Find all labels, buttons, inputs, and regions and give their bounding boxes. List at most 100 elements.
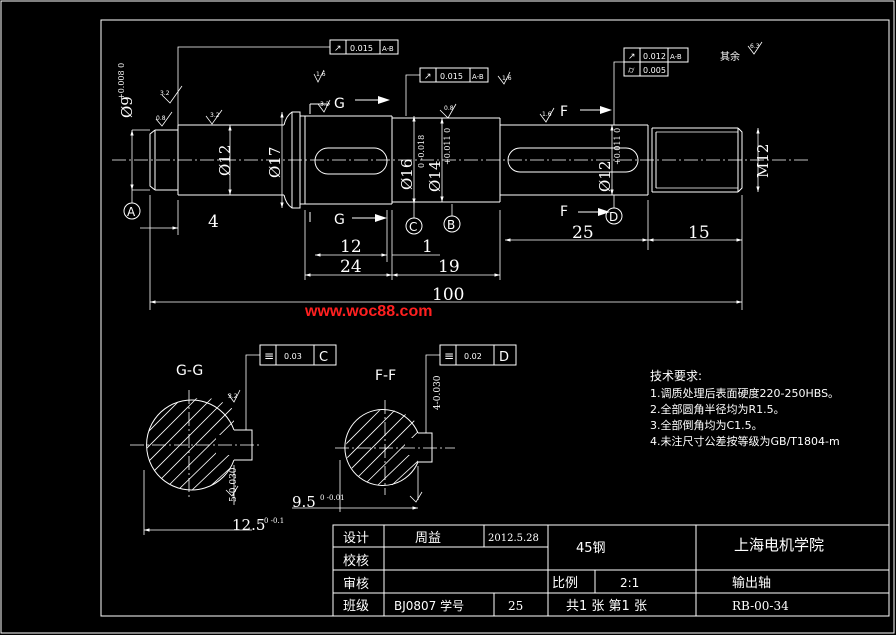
svg-text:1.6: 1.6 <box>316 71 326 78</box>
sheet-count: 共1 张 第1 张 <box>566 599 647 614</box>
dim-phi16: Ø16 <box>398 159 416 190</box>
dim-15: 15 <box>688 223 710 243</box>
tech-line-4: 4.未注尺寸公差按等级为GB/T1804-m <box>650 434 840 448</box>
student-number: 25 <box>508 599 523 613</box>
design-date: 2012.5.28 <box>488 533 539 544</box>
datum-d: D <box>605 195 623 225</box>
dim-key-ff: 9.5 <box>292 493 316 511</box>
svg-text:A-B: A-B <box>670 53 682 61</box>
school-name: 上海电机学院 <box>734 536 824 554</box>
svg-text:G: G <box>334 96 345 112</box>
roughness-symbols: 3.2 0.8 3.2 1.6 0.8 1.6 1.6 3.2 6.3 其余 <box>155 41 763 127</box>
svg-text:G: G <box>334 212 345 228</box>
svg-text:3.2: 3.2 <box>320 101 330 108</box>
dim-key-gg: 12.5 <box>232 516 265 534</box>
section-gg-label: G-G <box>176 363 203 379</box>
watermark: www.woc88.com <box>304 303 432 320</box>
check-label: 校核 <box>343 553 369 569</box>
material: 45钢 <box>576 541 606 556</box>
dim-gg-depth: 5-0.030 <box>229 467 239 502</box>
section-gg-view: G-G ≡ 0.03 C 12.5 0 -0.1 5-0. <box>130 344 337 535</box>
svg-text:B: B <box>447 218 455 232</box>
dim-4: 4 <box>208 212 219 232</box>
section-ff-view: F-F ≡ 0.02 D 9.5 0 -0.01 4-0.030 <box>292 344 517 512</box>
svg-text:A-B: A-B <box>382 45 394 53</box>
tol-phi14: +0.011 0 <box>443 128 452 165</box>
dim-key-ff-tol: 0 -0.01 <box>320 494 345 502</box>
review-label: 审核 <box>343 577 369 592</box>
datum-c: C <box>405 204 423 235</box>
dim-1: 1 <box>422 237 433 257</box>
dim-key-gg-tol: 0 -0.1 <box>264 517 284 525</box>
tol-phi16: 0 -0.018 <box>417 135 426 168</box>
dim-phi9: Ø9 <box>118 96 136 118</box>
designer-name: 周益 <box>415 531 441 546</box>
svg-text:0.012: 0.012 <box>643 52 666 61</box>
svg-text:3.2: 3.2 <box>160 90 170 97</box>
technical-requirements: 技术要求: 1.调质处理后表面硬度220-250HBS。 2.全部圆角半径均为R… <box>650 369 840 448</box>
keyway-g <box>314 147 388 175</box>
dim-24: 24 <box>340 257 362 277</box>
dim-phi17: Ø17 <box>266 147 284 178</box>
shaft-main-view <box>112 111 808 209</box>
svg-text:0.03: 0.03 <box>284 352 302 361</box>
tol-phi12: +0.011 0 <box>613 128 622 165</box>
svg-text:0.8: 0.8 <box>156 115 166 122</box>
datum-a: A <box>123 190 141 220</box>
keyway-f <box>507 147 639 173</box>
svg-text:≡: ≡ <box>444 349 454 363</box>
dim-19: 19 <box>438 257 460 277</box>
svg-text:⌭: ⌭ <box>628 66 635 76</box>
tol-phi9: +0.008 0 <box>117 63 126 100</box>
svg-text:0.02: 0.02 <box>464 352 482 361</box>
section-f-bottom: F <box>560 204 610 220</box>
scale-label: 比例 <box>552 576 578 591</box>
dim-ff-depth: 4-0.030 <box>433 375 443 410</box>
svg-text:3.2: 3.2 <box>210 112 220 119</box>
svg-text:↗: ↗ <box>424 72 432 82</box>
rest-label: 其余 <box>720 50 740 63</box>
dim-phi14: Ø14 <box>426 161 444 192</box>
title-block: 设计 周益 2012.5.28 校核 审核 班级 BJ0807 学号 25 45… <box>332 524 890 617</box>
svg-text:F: F <box>560 204 568 220</box>
svg-text:0.015: 0.015 <box>440 72 463 81</box>
inner-border <box>100 19 890 617</box>
svg-text:≡: ≡ <box>264 349 274 363</box>
svg-text:D: D <box>609 210 618 224</box>
svg-text:↗: ↗ <box>334 44 342 54</box>
section-g-top: G <box>309 96 390 114</box>
dim-100: 100 <box>432 285 464 305</box>
svg-text:C: C <box>319 350 328 365</box>
section-g-bottom: G <box>309 212 387 228</box>
gdt-frame-3: ↗ 0.012 A-B ⌭ 0.005 <box>613 47 689 125</box>
svg-text:0.8: 0.8 <box>444 105 454 112</box>
svg-text:3.2: 3.2 <box>228 393 238 400</box>
dim-12: 12 <box>340 237 362 257</box>
section-ff-label: F-F <box>375 368 396 384</box>
svg-text:A-B: A-B <box>472 73 484 81</box>
dim-phi12b: Ø12 <box>596 161 614 192</box>
svg-text:1.6: 1.6 <box>502 75 512 82</box>
dim-25: 25 <box>572 223 594 243</box>
scale-value: 2:1 <box>620 576 639 590</box>
svg-text:D: D <box>499 350 509 365</box>
gdt-frame-2: ↗ 0.015 A-B <box>405 67 489 116</box>
drawing-number: RB-00-34 <box>732 599 789 613</box>
part-name: 输出轴 <box>732 575 771 591</box>
tech-line-3: 3.全部倒角均为C1.5。 <box>650 418 763 432</box>
design-label: 设计 <box>343 531 369 546</box>
dimensions-main <box>130 112 760 310</box>
gdt-frame-1: ↗ 0.015 A-B <box>177 39 399 125</box>
dim-phi12: Ø12 <box>216 145 234 176</box>
tech-title: 技术要求: <box>650 369 702 383</box>
svg-text:↗: ↗ <box>628 52 636 62</box>
svg-text:C: C <box>409 220 417 234</box>
class-label: 班级 <box>343 599 369 614</box>
tech-line-1: 1.调质处理后表面硬度220-250HBS。 <box>650 386 839 400</box>
svg-text:0.015: 0.015 <box>350 44 373 53</box>
svg-text:A: A <box>127 205 136 219</box>
dim-m12: M12 <box>754 144 772 178</box>
section-f-top: F <box>560 104 612 120</box>
svg-text:F: F <box>560 104 568 120</box>
